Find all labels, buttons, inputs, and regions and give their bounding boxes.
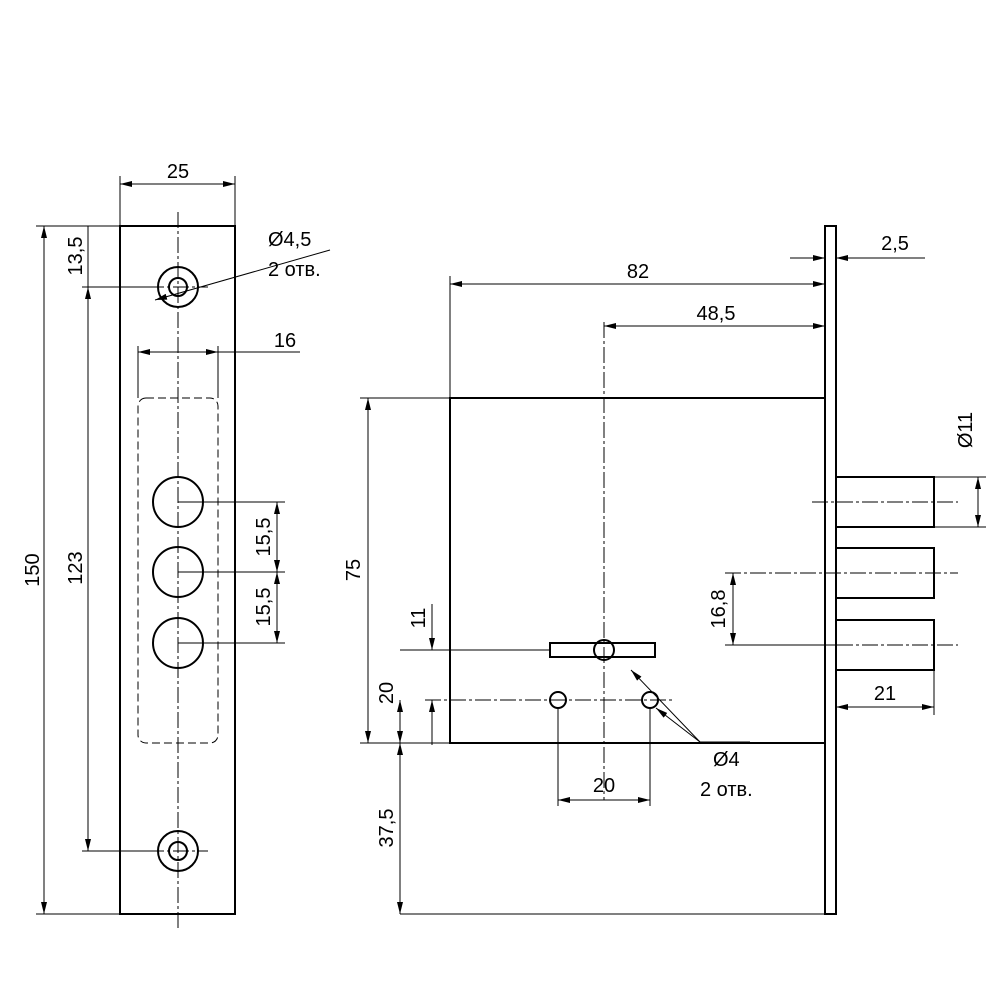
dim-faceplate-height: 150 xyxy=(22,553,44,586)
front-plate xyxy=(824,225,837,915)
dim-bottom-offset: 37,5 xyxy=(376,809,398,848)
label-holes-diameter: Ø4 xyxy=(713,749,740,771)
dim-top-offset: 13,5 xyxy=(65,237,87,276)
dim-recess-width: 16 xyxy=(274,330,296,352)
label-hole-count: 2 отв. xyxy=(268,259,321,281)
dim-faceplate-width: 25 xyxy=(167,161,189,183)
lock-body-view: 82 48,5 2,5 75 11 20 37,5 20 Ø xyxy=(343,225,986,915)
dim-hole-spacing: 123 xyxy=(65,551,87,584)
lock-case xyxy=(449,397,826,744)
dim-bolt-spacing-1: 15,5 xyxy=(253,518,275,557)
dim-body-height: 75 xyxy=(343,559,365,581)
faceplate-view: 25 150 123 13,5 Ø4,5 2 отв. 16 15,5 15,5 xyxy=(22,161,331,930)
dim-bolt-pitch: 16,8 xyxy=(708,590,730,629)
mounting-hole-top xyxy=(148,266,208,308)
dim-bolt-projection: 21 xyxy=(874,683,896,705)
leader-holes xyxy=(655,707,701,743)
dim-backset: 48,5 xyxy=(697,303,736,325)
label-holes-count: 2 отв. xyxy=(700,779,753,801)
leader-hole-diameter xyxy=(154,249,331,301)
label-hole-diameter: Ø4,5 xyxy=(268,229,311,251)
dim-holes-spacing: 20 xyxy=(593,775,615,797)
dim-plate-thickness: 2,5 xyxy=(881,233,909,255)
dim-body-depth: 82 xyxy=(627,261,649,283)
dim-bolt-spacing-2: 15,5 xyxy=(253,588,275,627)
keyhole-slot xyxy=(549,642,656,658)
dim-bolt-diameter: Ø11 xyxy=(955,412,977,448)
mounting-hole-bottom xyxy=(148,830,208,872)
leader-holes-top xyxy=(630,669,701,743)
dim-keyhole-offset: 11 xyxy=(408,608,430,629)
dim-holes-offset: 20 xyxy=(376,682,398,704)
